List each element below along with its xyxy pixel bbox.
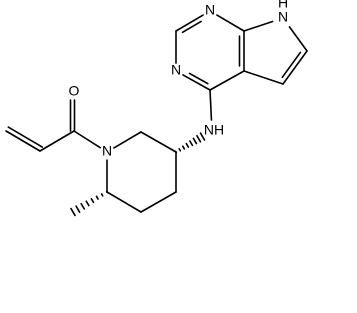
bond-n_pyr_1-c_pyr_7a (216, 14, 245, 32)
hash-stroke (178, 148, 182, 152)
hash-stroke (100, 193, 104, 197)
bond-c_pyr_2-n_pyr_1-second (181, 20, 202, 34)
bond-c_carbonyl-n_piperidine (73, 130, 102, 149)
atom-label-o_carbonyl: O (69, 83, 80, 99)
bond-c_pyr_4a-c_pyr_c4 (209, 70, 245, 91)
bond-c_pip_ch2_a-c_pip_ch_nh (140, 131, 177, 153)
hash-stroke (95, 195, 99, 200)
atom-label-n_pyr_3: N (171, 62, 181, 78)
bond-n_pyrrole-c_pyrrole_6 (288, 26, 308, 52)
hash-stroke (70, 207, 76, 217)
hash-stroke (80, 202, 86, 210)
hash-stroke (185, 142, 190, 148)
bond-c_pyr_c4-n_pyr_3-second (188, 72, 209, 85)
atom-label-n_amine: NH (204, 122, 224, 138)
bond-c_vinyl_end-c_vinyl-second (7, 126, 44, 148)
bond-n_piperidine-c_pip_ch2_a (113, 131, 142, 149)
bond-n_amine-c_pyr_c4 (209, 89, 213, 121)
hash-stroke (199, 132, 206, 141)
hash-stroke (192, 137, 198, 145)
atom-label-n_piperidine: N (102, 143, 112, 159)
atom-label-n_pyrrole-line1: N (278, 9, 288, 25)
hash-stroke (85, 200, 90, 207)
bond-c_pip_ch2_c-c_pip_ch_me (106, 191, 142, 213)
hash-stroke (90, 198, 95, 204)
bond-c_pyrrole_6-c_pyrrole_5 (282, 50, 308, 85)
hash-stroke (189, 140, 194, 147)
bond-c_pip_ch_me-c_methyl-hashed-wedge (70, 190, 109, 217)
bond-c_pyr_2-n_pyr_1 (175, 14, 204, 32)
hash-stroke (181, 145, 186, 150)
hash-stroke (105, 190, 109, 194)
bond-c_vinyl_end-c_vinyl (5, 130, 41, 152)
hash-stroke (174, 150, 178, 154)
bond-c_pyrrole_6-c_pyrrole_5-second (281, 51, 302, 79)
atom-label-n_pyrrole-line0: H (278, 0, 288, 11)
hash-stroke (196, 134, 202, 143)
bond-c_pyr_c4-n_pyr_3 (182, 74, 211, 91)
bond-c_pip_ch_nh-n_amine-hashed-wedge (174, 132, 206, 154)
hash-stroke (75, 205, 81, 213)
atom-label-n_pyr_1: N (205, 2, 215, 18)
bond-c_pyrrole_5-c_pyr_4a (243, 70, 284, 85)
bond-layer (5, 14, 308, 217)
bond-c_vinyl-c_carbonyl (39, 130, 75, 152)
bond-c_pip_ch2_b-c_pip_ch2_c (140, 191, 177, 213)
bond-c_pyr_7a-n_pyrrole (243, 20, 274, 32)
